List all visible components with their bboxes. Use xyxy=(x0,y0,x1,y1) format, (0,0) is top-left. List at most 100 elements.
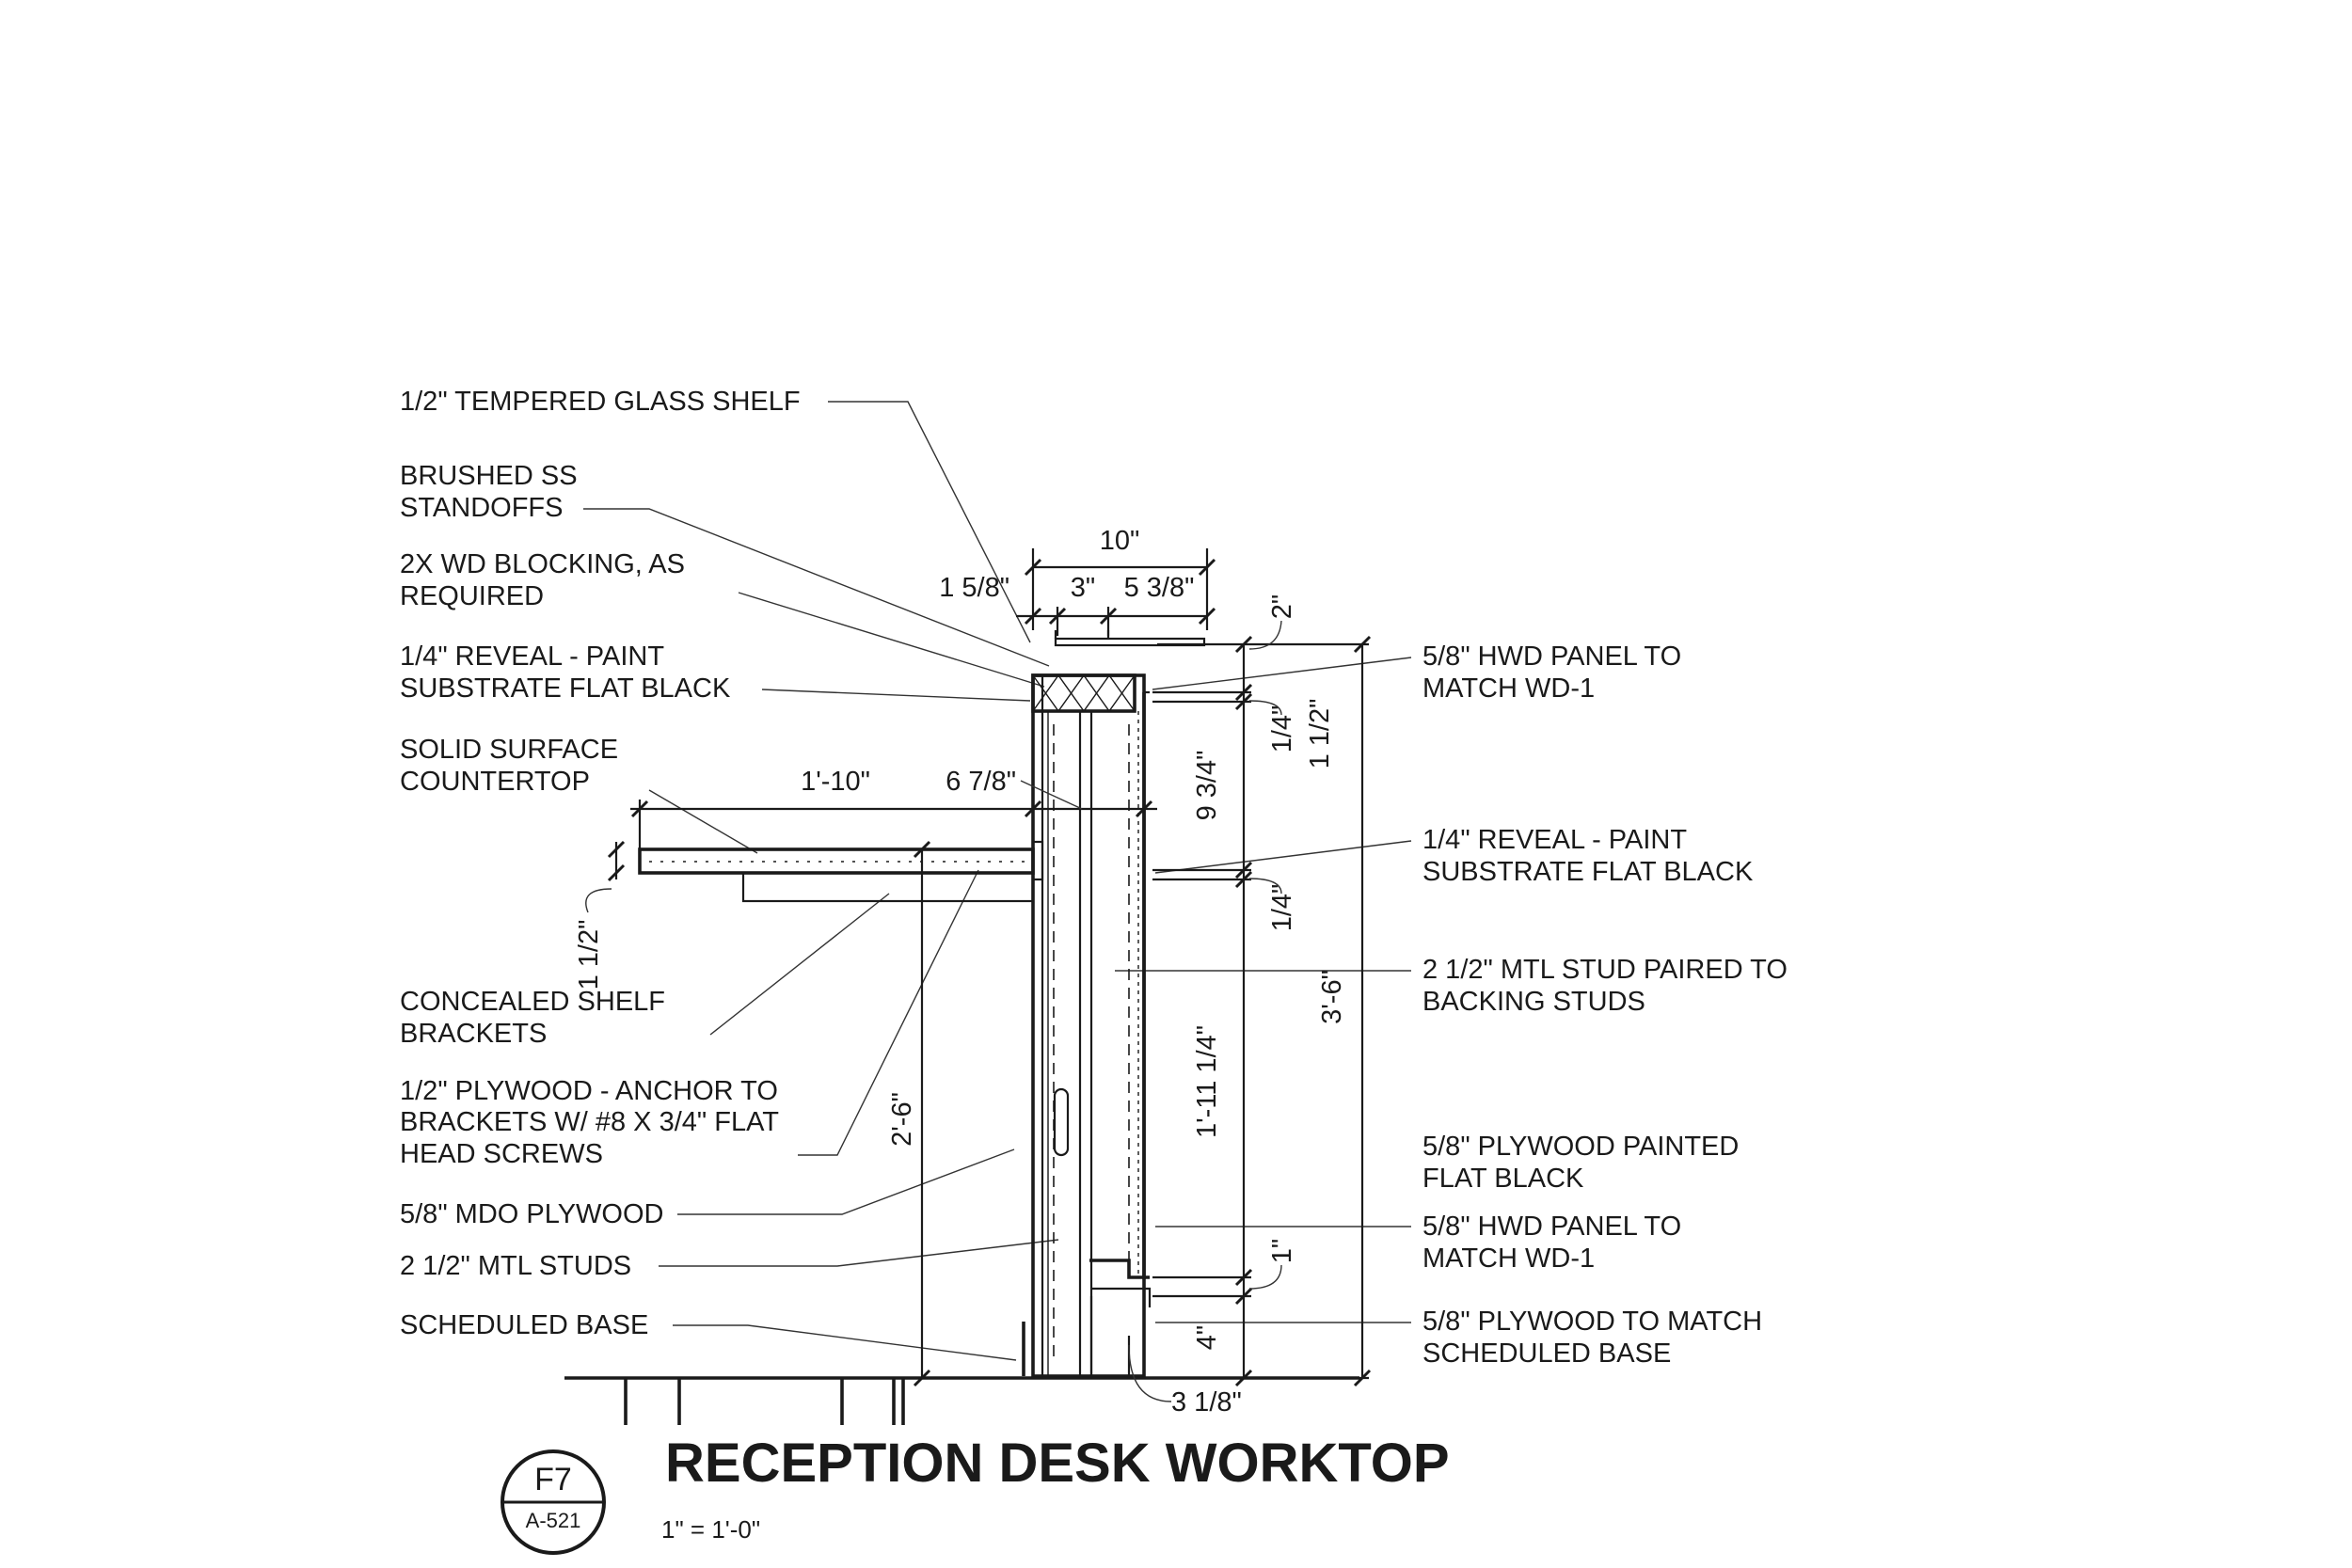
note-scheduled-base: SCHEDULED BASE xyxy=(400,1310,648,1340)
bracket-plate xyxy=(1031,840,1044,881)
note-plywood-anchor-2: BRACKETS W/ #8 X 3/4" FLAT xyxy=(400,1107,779,1137)
note-hwd-panel-top-2: MATCH WD-1 xyxy=(1422,673,1595,704)
drawing-scale: 1" = 1'-0" xyxy=(661,1515,760,1544)
wd-blocking xyxy=(1031,673,1136,713)
detail-tag-sheet: A-521 xyxy=(526,1509,581,1532)
leader-reveal-right xyxy=(1154,840,1412,874)
drawing-title: RECEPTION DESK WORKTOP xyxy=(665,1433,1450,1494)
lead-right-quarter-2 xyxy=(1248,878,1282,895)
leader-reveal-left xyxy=(761,689,1031,702)
blocking-hatch-1 xyxy=(1032,673,1136,713)
dim-counter-width: 1'-10" xyxy=(801,767,870,797)
dim-counter-thick: 1 1/2" xyxy=(574,920,604,990)
note-hwd-panel-bottom-2: MATCH WD-1 xyxy=(1422,1243,1595,1274)
tick xyxy=(1234,683,1253,702)
tick xyxy=(1099,607,1118,626)
tick xyxy=(1234,1268,1253,1287)
tick xyxy=(1234,861,1253,879)
dim-base-depth: 3 1/8" xyxy=(1171,1387,1242,1418)
note-tempered-glass-shelf: 1/2" TEMPERED GLASS SHELF xyxy=(400,387,801,417)
tick xyxy=(1234,692,1253,711)
leader-base xyxy=(673,1324,1017,1361)
blocking-hatch-2 xyxy=(1032,673,1136,713)
leader-mdo xyxy=(677,1148,1015,1215)
note-plywood-base-1: 5/8" PLYWOOD TO MATCH xyxy=(1422,1307,1762,1337)
note-countertop-1: SOLID SURFACE xyxy=(400,735,618,765)
dimensions: 10" 1 5/8" 3" 5 3/8" 1'-10" 6 7/8" 1 1/2… xyxy=(574,526,1372,1418)
note-plywood-base-2: SCHEDULED BASE xyxy=(1422,1338,1671,1369)
tick xyxy=(607,863,626,882)
note-reveal-right-1: 1/4" REVEAL - PAINT xyxy=(1422,825,1687,855)
dim-right-four: 4" xyxy=(1192,1325,1222,1350)
lead-counter-offset xyxy=(1020,780,1083,810)
tick xyxy=(1024,558,1042,577)
glass-shelf xyxy=(1054,637,1206,647)
tick xyxy=(1234,1287,1253,1306)
dim-top-overall: 10" xyxy=(1100,526,1140,556)
tick xyxy=(913,1369,931,1387)
note-brushed-ss-1: BRUSHED SS xyxy=(400,461,578,491)
tick xyxy=(1198,558,1216,577)
note-hwd-panel-top-1: 5/8" HWD PANEL TO xyxy=(1422,641,1681,672)
note-shelf-brackets-2: BRACKETS xyxy=(400,1019,547,1049)
note-mtl-stud-paired-1: 2 1/2" MTL STUD PAIRED TO xyxy=(1422,955,1788,985)
note-reveal-left-2: SUBSTRATE FLAT BLACK xyxy=(400,673,731,704)
note-brushed-ss-2: STANDOFFS xyxy=(400,493,563,523)
tick xyxy=(607,840,626,859)
dim-right-main: 1'-11 1/4" xyxy=(1192,1025,1222,1138)
leader-blocking xyxy=(738,592,1045,688)
detail-tag-number: F7 xyxy=(534,1462,572,1497)
lead-right-quarter-1 xyxy=(1248,700,1282,716)
dim-right-overall: 3'-6" xyxy=(1317,970,1347,1024)
dim-right-2: 2" xyxy=(1267,594,1297,619)
tick xyxy=(1048,607,1067,626)
desk-section xyxy=(564,630,1359,1425)
lead-right-one xyxy=(1248,1264,1282,1290)
tick xyxy=(1234,635,1253,654)
dim-counter-height: 2'-6" xyxy=(887,1092,917,1147)
note-countertop-2: COUNTERTOP xyxy=(400,767,590,797)
tick xyxy=(1135,800,1153,818)
base-plywood xyxy=(1091,1287,1152,1307)
dim-right-one: 1" xyxy=(1267,1239,1297,1263)
dim-right-quarter-1: 1/4" xyxy=(1267,705,1297,753)
note-plywood-painted-2: FLAT BLACK xyxy=(1422,1164,1584,1194)
note-wd-blocking-1: 2X WD BLOCKING, AS xyxy=(400,549,685,579)
tick xyxy=(1024,800,1042,818)
leader-lines xyxy=(583,401,1412,1361)
notes-right: 5/8" HWD PANEL TO MATCH WD-1 1/4" REVEAL… xyxy=(1422,641,1788,1369)
notes-left: 1/2" TEMPERED GLASS SHELF BRUSHED SS STA… xyxy=(400,387,801,1340)
dim-counter-offset: 6 7/8" xyxy=(946,767,1016,797)
leader-glass-shelf xyxy=(828,401,1031,643)
stud-knockout xyxy=(1053,1087,1070,1157)
dim-top-b: 3" xyxy=(1071,573,1095,603)
tick xyxy=(630,800,649,818)
dim-right-quarter-2: 1/4" xyxy=(1267,884,1297,932)
dim-right-nine: 9 3/4" xyxy=(1192,751,1222,821)
tick xyxy=(1198,607,1216,626)
leader-countertop xyxy=(648,789,758,854)
leader-brackets xyxy=(709,893,890,1036)
countertop-plywood xyxy=(741,871,1035,903)
lead-counter-thick xyxy=(585,888,612,913)
leader-plywood-anchor xyxy=(798,869,979,1156)
lead-base-depth xyxy=(1128,1344,1172,1402)
note-hwd-panel-bottom-1: 5/8" HWD PANEL TO xyxy=(1422,1212,1681,1242)
dim-right-one-half: 1 1/2" xyxy=(1305,699,1335,769)
note-mdo-plywood: 5/8" MDO PLYWOOD xyxy=(400,1199,663,1229)
leader-standoffs xyxy=(583,508,1050,667)
tick xyxy=(1024,607,1042,626)
base-return xyxy=(1089,1259,1150,1279)
title-block: F7 A-521 RECEPTION DESK WORKTOP 1" = 1'-… xyxy=(501,1433,1450,1555)
note-wd-blocking-2: REQUIRED xyxy=(400,581,544,611)
tick xyxy=(1234,870,1253,889)
note-shelf-brackets-1: CONCEALED SHELF xyxy=(400,987,665,1017)
countertop xyxy=(638,847,1035,875)
tick xyxy=(913,840,931,859)
note-mtl-studs: 2 1/2" MTL STUDS xyxy=(400,1251,631,1281)
note-mtl-stud-paired-2: BACKING STUDS xyxy=(1422,987,1645,1017)
note-reveal-left-1: 1/4" REVEAL - PAINT xyxy=(400,641,664,672)
tick xyxy=(1234,1369,1253,1387)
dim-top-c: 5 3/8" xyxy=(1124,573,1195,603)
leader-mtl-studs xyxy=(659,1239,1059,1267)
